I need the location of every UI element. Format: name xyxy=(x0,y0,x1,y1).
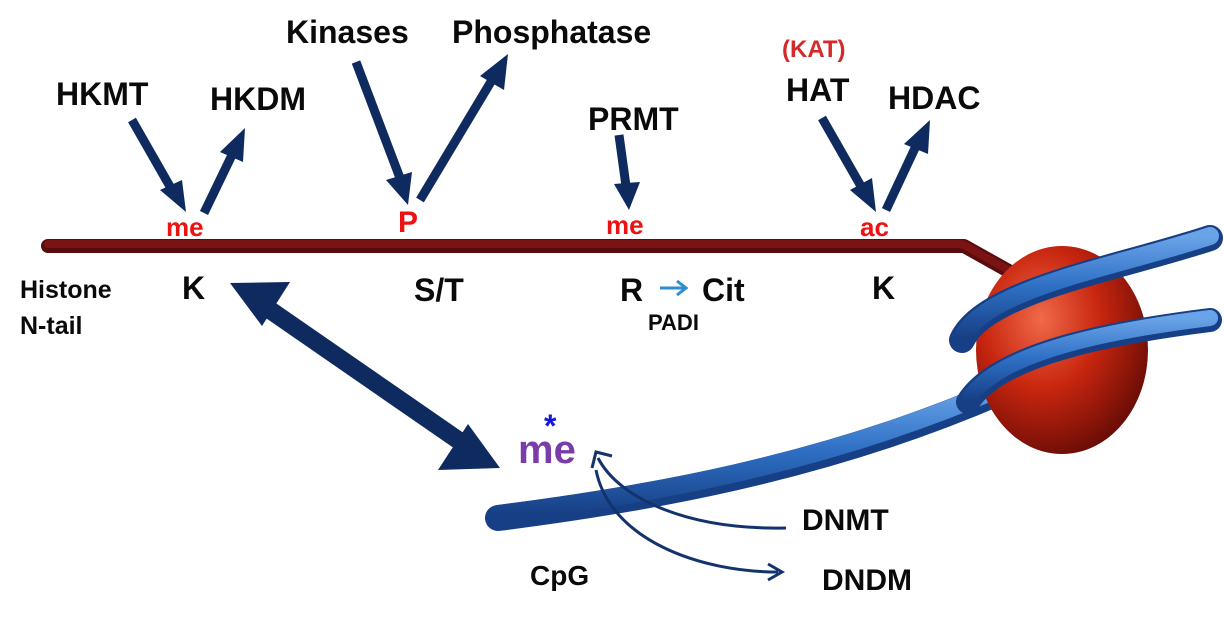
crosstalk-double-arrow xyxy=(230,282,500,470)
hdac-label: HDAC xyxy=(888,80,981,116)
nucleosome xyxy=(949,225,1223,454)
acetyl-mark: ac xyxy=(860,212,889,242)
dnmt-label: DNMT xyxy=(802,504,889,537)
padi-label: PADI xyxy=(648,310,699,335)
hat-arrow xyxy=(850,178,876,212)
residue-lysine-1: K xyxy=(182,270,206,306)
hkdm-arrow xyxy=(220,128,245,162)
hdac-arrow xyxy=(904,120,930,154)
cpg-asterisk: * xyxy=(544,408,557,444)
kat-label: (KAT) xyxy=(782,36,846,63)
hkmt-arrow xyxy=(160,180,186,212)
prmt-label: PRMT xyxy=(588,101,679,137)
hat-label: HAT xyxy=(786,72,850,108)
kinases-label: Kinases xyxy=(286,14,409,50)
arginine-methyl-mark: me xyxy=(606,210,644,240)
prmt-arrow xyxy=(614,182,640,210)
lysine-methyl-mark: me xyxy=(166,212,204,242)
phospho-mark: P xyxy=(398,206,419,239)
residue-serine-threonine: S/T xyxy=(414,272,464,308)
kinases-arrow xyxy=(386,172,412,205)
dndm-arrow xyxy=(594,469,786,582)
phosphatase-label: Phosphatase xyxy=(452,14,652,50)
residue-lysine-2: K xyxy=(872,270,896,306)
residue-arginine: R xyxy=(620,272,644,308)
hkdm-label: HKDM xyxy=(210,81,306,117)
residue-citrulline: Cit xyxy=(702,272,745,308)
r-cit-arrow xyxy=(660,279,689,297)
tail-label-line1: Histone xyxy=(20,276,112,304)
dndm-label: DNDM xyxy=(822,564,912,597)
cpg-methyl-mark: me xyxy=(518,428,576,472)
dnmt-arrow xyxy=(590,450,787,530)
cpg-label: CpG xyxy=(530,560,590,591)
phosphatase-arrow xyxy=(480,54,508,90)
tail-label-line2: N-tail xyxy=(20,312,83,340)
hkmt-label: HKMT xyxy=(56,76,149,112)
